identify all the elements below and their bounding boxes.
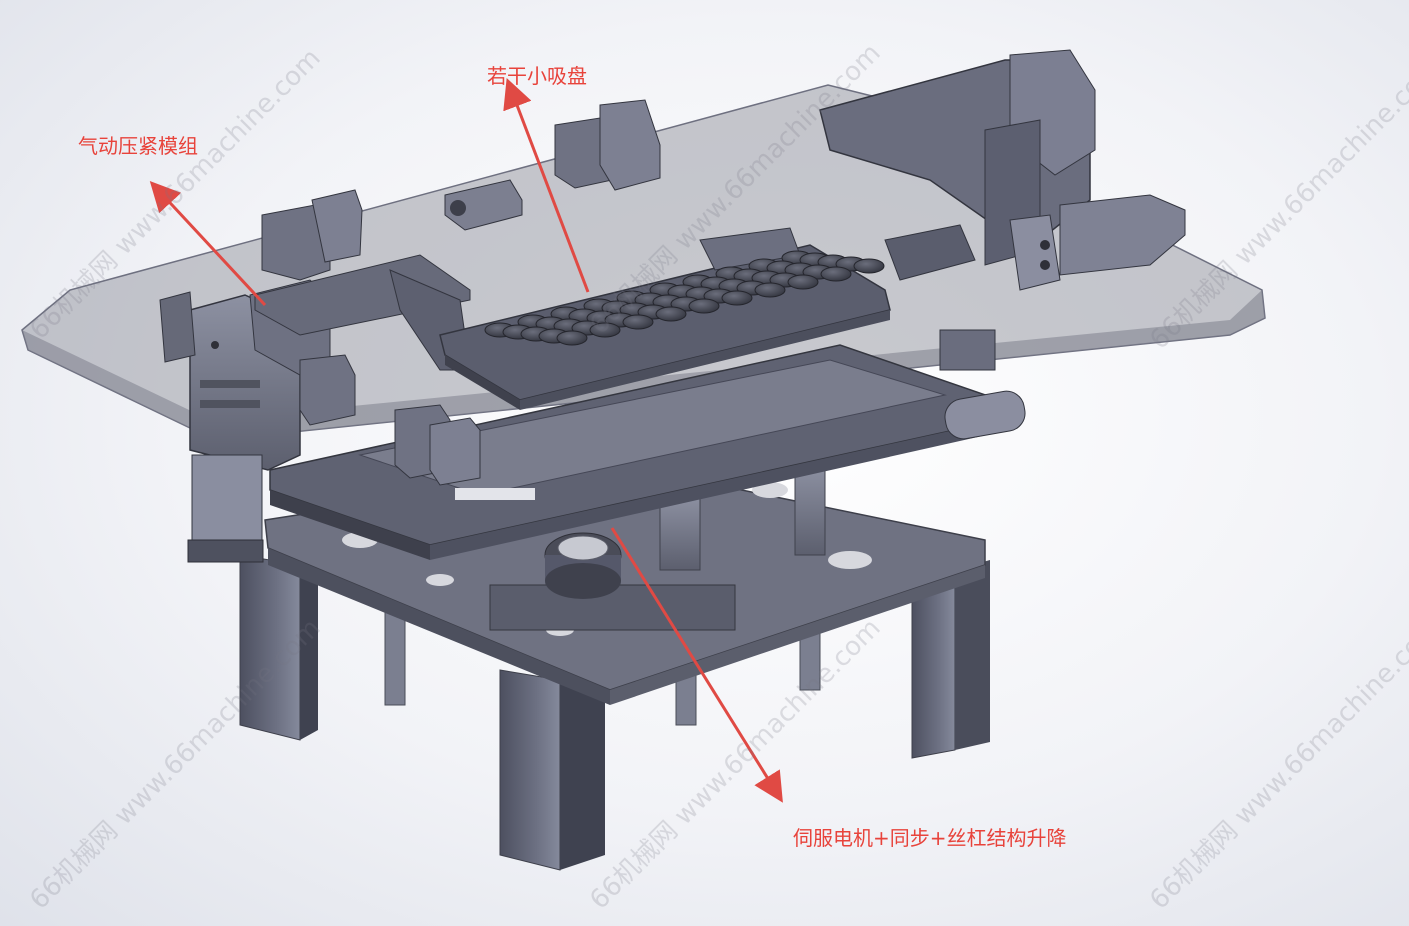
suction-cup: [556, 330, 588, 346]
suction-cup: [655, 306, 687, 322]
suction-cup: [721, 290, 753, 306]
suction-cup: [589, 322, 621, 338]
label-pneumatic-clamp: 气动压紧模组: [78, 134, 198, 158]
lift-platform: [269, 344, 1001, 560]
label-servo-lift: 伺服电机+同步+丝杠结构升降: [793, 826, 1067, 850]
suction-cup: [754, 282, 786, 298]
suction-cup: [688, 298, 720, 314]
rear-clamp-blocks: [261, 99, 661, 281]
label-suction-cups: 若干小吸盘: [487, 64, 587, 88]
suction-cup: [820, 266, 852, 282]
side-cylinder: [939, 329, 1026, 440]
annotation-arrows: [149, 77, 783, 803]
front-clamp-blocks: [299, 354, 481, 486]
suction-cup: [622, 314, 654, 330]
suction-cup-array: [484, 250, 885, 346]
suction-cup: [853, 258, 885, 274]
right-gantry: [819, 49, 1186, 291]
servo-motor: [489, 464, 826, 631]
suction-cup: [787, 274, 819, 290]
